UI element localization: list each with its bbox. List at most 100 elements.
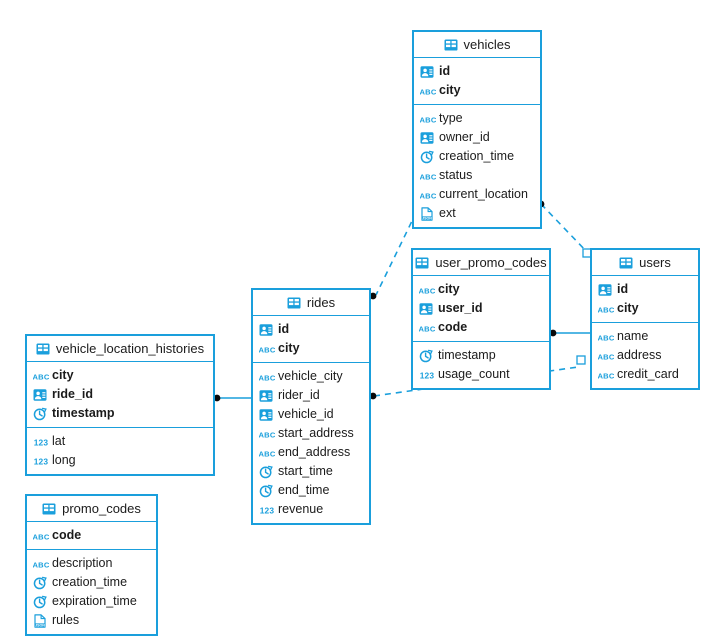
primary-key-id-icon bbox=[420, 65, 434, 79]
svg-text:ABC: ABC bbox=[598, 352, 614, 361]
123-number-icon: 123 bbox=[33, 435, 49, 449]
primary-key-id-icon bbox=[420, 131, 434, 145]
entity-header-rides[interactable]: rides bbox=[253, 290, 369, 316]
field-row[interactable]: id bbox=[253, 320, 369, 339]
field-row[interactable]: owner_id bbox=[414, 128, 540, 147]
clock-timestamp-icon bbox=[33, 595, 47, 609]
field-name: id bbox=[617, 282, 629, 296]
entity-header-promo_codes[interactable]: promo_codes bbox=[27, 496, 156, 522]
svg-text:ABC: ABC bbox=[598, 333, 614, 342]
field-row[interactable]: ride_id bbox=[27, 385, 213, 404]
field-row[interactable]: expiration_time bbox=[27, 592, 156, 611]
field-row[interactable]: creation_time bbox=[414, 147, 540, 166]
table-grid-icon bbox=[415, 256, 429, 270]
abc-string-icon: ABC bbox=[419, 283, 435, 297]
field-name: type bbox=[439, 111, 463, 125]
relationship-endpoint-square bbox=[576, 355, 586, 365]
svg-text:ABC: ABC bbox=[420, 191, 436, 200]
field-name: lat bbox=[52, 434, 66, 448]
field-name: long bbox=[52, 453, 76, 467]
field-name: ext bbox=[439, 206, 456, 220]
field-name: owner_id bbox=[439, 130, 490, 144]
field-row[interactable]: start_time bbox=[253, 462, 369, 481]
svg-text:ABC: ABC bbox=[259, 430, 275, 439]
field-name: revenue bbox=[278, 502, 324, 516]
field-row[interactable]: JSON ext bbox=[414, 204, 540, 223]
field-name: credit_card bbox=[617, 367, 679, 381]
field-row[interactable]: vehicle_id bbox=[253, 405, 369, 424]
svg-text:123: 123 bbox=[34, 456, 49, 466]
relationship-user-promo-codes-to-users[interactable] bbox=[549, 329, 590, 337]
clock-timestamp-icon bbox=[420, 150, 434, 164]
relationship-vehicle-location-histories-to-rides[interactable] bbox=[213, 394, 251, 402]
field-row[interactable]: id bbox=[414, 62, 540, 81]
entity-header-user_promo_codes[interactable]: user_promo_codes bbox=[413, 250, 549, 276]
svg-text:ABC: ABC bbox=[33, 560, 49, 569]
field-name: end_address bbox=[278, 445, 351, 459]
abc-string-icon: ABC bbox=[420, 188, 436, 202]
primary-key-id-icon bbox=[419, 302, 433, 316]
abc-string-icon: ABC bbox=[420, 84, 436, 98]
field-row[interactable]: end_time bbox=[253, 481, 369, 500]
svg-text:ABC: ABC bbox=[419, 286, 435, 295]
abc-string-icon: ABC bbox=[259, 446, 275, 460]
field-name: start_time bbox=[278, 464, 333, 478]
json-document-icon: JSON bbox=[420, 206, 434, 221]
clock-timestamp-icon bbox=[259, 465, 273, 479]
table-grid-icon bbox=[42, 502, 56, 516]
abc-string-icon: ABC bbox=[598, 330, 614, 344]
entity-title: vehicle_location_histories bbox=[55, 341, 205, 356]
field-row[interactable]: timestamp bbox=[413, 346, 549, 365]
field-row[interactable]: rider_id bbox=[253, 386, 369, 405]
field-name: vehicle_id bbox=[278, 407, 334, 421]
entity-header-vehicles[interactable]: vehicles bbox=[414, 32, 540, 58]
abc-string-icon: ABC bbox=[420, 169, 436, 183]
field-row[interactable]: id bbox=[592, 280, 698, 299]
entity-header-vehicle_location_histories[interactable]: vehicle_location_histories bbox=[27, 336, 213, 362]
field-name: id bbox=[439, 64, 451, 78]
field-row[interactable]: creation_time bbox=[27, 573, 156, 592]
field-row[interactable]: timestamp bbox=[27, 404, 213, 423]
abc-string-icon: ABC bbox=[419, 321, 435, 335]
relationship-line bbox=[375, 211, 417, 296]
field-name: creation_time bbox=[52, 575, 128, 589]
field-row[interactable]: user_id bbox=[413, 299, 549, 318]
abc-string-icon: ABC bbox=[259, 370, 275, 384]
field-name: status bbox=[439, 168, 473, 182]
svg-text:ABC: ABC bbox=[259, 345, 275, 354]
entity-header-users[interactable]: users bbox=[592, 250, 698, 276]
table-grid-icon bbox=[287, 296, 301, 310]
